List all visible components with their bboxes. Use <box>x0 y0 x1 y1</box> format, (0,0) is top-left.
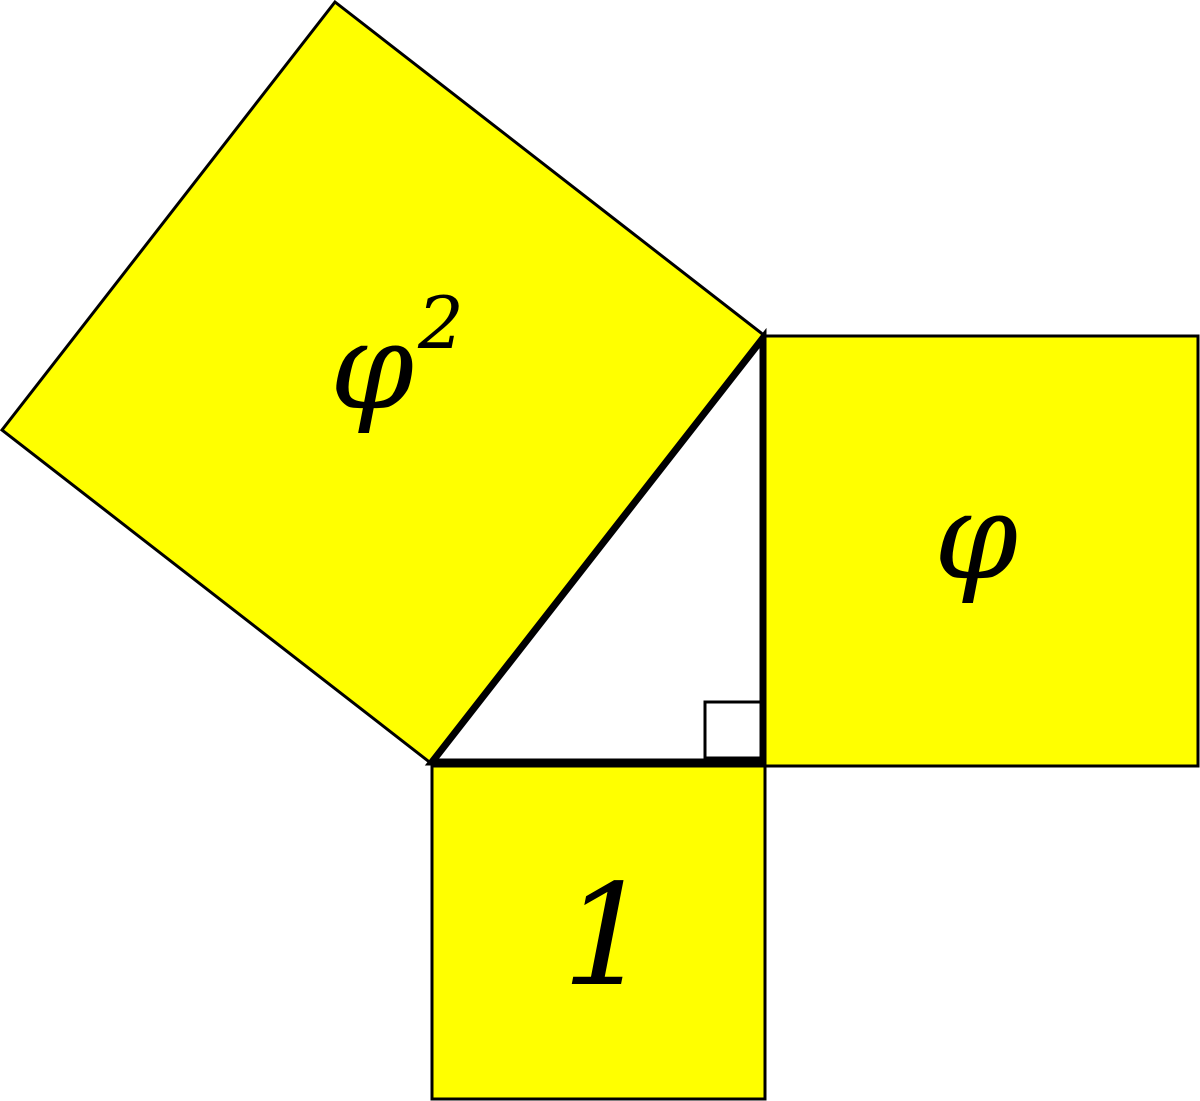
short-leg-square <box>430 764 767 1101</box>
hypotenuse-label: φ <box>330 298 414 437</box>
hypotenuse-exponent: 2 <box>417 281 464 365</box>
right-angle-marker <box>703 700 763 760</box>
right-triangle <box>424 327 767 766</box>
long-leg-label: φ <box>934 468 1018 607</box>
short-leg-label: 1 <box>562 855 651 1018</box>
long-leg-square <box>763 334 1200 768</box>
